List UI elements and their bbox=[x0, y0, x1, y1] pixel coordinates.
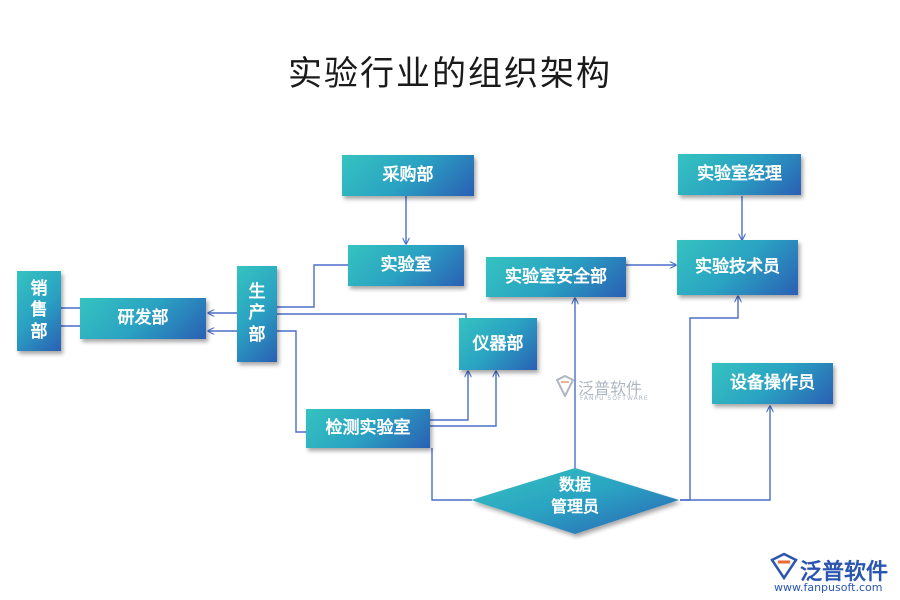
lab-technician-node: 实验技术员 bbox=[677, 240, 798, 295]
lab-safety-node: 实验室安全部 bbox=[486, 257, 626, 297]
link-production-testing bbox=[277, 330, 306, 433]
testing-lab-node: 检测实验室 bbox=[306, 409, 430, 448]
fanpu-logo-icon bbox=[770, 552, 798, 580]
data-manager-diamond bbox=[471, 468, 679, 534]
link-production-lab bbox=[277, 264, 348, 308]
watermark-sub: FANPU SOFTWARE bbox=[580, 395, 649, 402]
fanpu-watermark-icon bbox=[556, 375, 574, 397]
procurement-node: 采购部 bbox=[342, 155, 474, 196]
logo-url: www.fanpusoft.com bbox=[774, 581, 883, 594]
sales-node: 销 售 部 bbox=[17, 271, 61, 351]
link-production-instrument bbox=[277, 313, 467, 318]
equipment-operator-node: 设备操作员 bbox=[712, 363, 833, 404]
link-data-operator bbox=[680, 406, 770, 501]
link-testing-data bbox=[431, 448, 472, 501]
lab-node: 实验室 bbox=[348, 245, 464, 286]
production-node: 生 产 部 bbox=[237, 266, 277, 362]
logo-name: 泛普软件 bbox=[800, 560, 889, 585]
rnd-node: 研发部 bbox=[80, 298, 206, 339]
lab-manager-node: 实验室经理 bbox=[678, 154, 801, 195]
page-title: 实验行业的组织架构 bbox=[288, 54, 612, 94]
fanpu-logo: 泛普软件 www.fanpusoft.com bbox=[770, 552, 895, 596]
instrument-node: 仪器部 bbox=[459, 318, 537, 370]
link-testing-instrument-1 bbox=[430, 371, 468, 421]
link-testing-instrument-2 bbox=[430, 371, 496, 427]
data-manager-label: 数据 管理员 bbox=[550, 475, 599, 516]
watermark-name: 泛普软件 bbox=[578, 379, 643, 398]
